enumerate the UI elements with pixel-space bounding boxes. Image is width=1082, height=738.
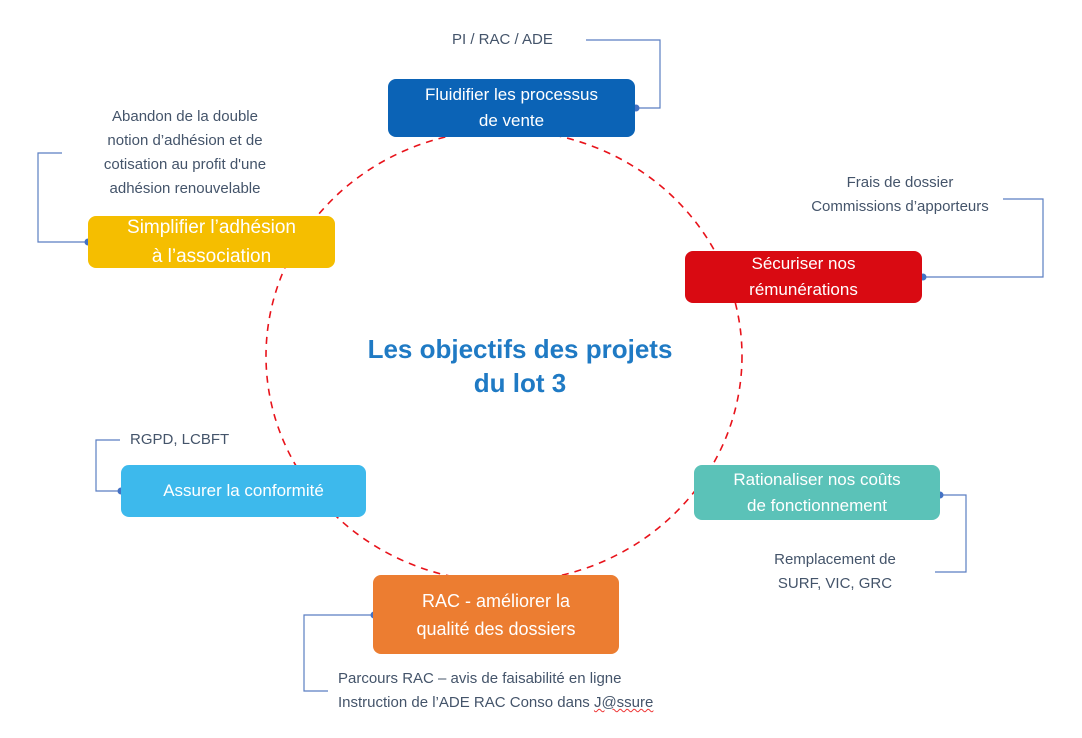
note-line: adhésion renouvelable <box>109 180 261 197</box>
label: Sécuriser nos <box>751 254 856 273</box>
note-line: Commissions d’apporteurs <box>811 198 989 215</box>
note-line: RGPD, LCBFT <box>130 431 230 448</box>
diagram-title: Les objectifs des projets du lot 3 <box>330 332 710 400</box>
objective-rac: RAC - améliorer la qualité des dossiers <box>373 575 619 654</box>
connector-fluidifier <box>586 39 661 109</box>
connector-simplifier <box>37 152 88 243</box>
note-line: SURF, VIC, GRC <box>777 575 893 592</box>
note-fluidifier: PI / RAC / ADE <box>452 28 553 52</box>
label: de fonctionnement <box>747 495 887 515</box>
connector-securiser <box>923 198 1044 278</box>
note-securiser: Frais de dossier Commissions d’apporteur… <box>770 171 1030 219</box>
connector-conformite <box>95 439 121 492</box>
label: RAC - améliorer la <box>421 590 571 611</box>
objective-simplifier: Simplifier l’adhésion à l’association <box>88 216 335 268</box>
label: Simplifier l’adhésion <box>127 217 296 238</box>
connector-rac <box>303 614 374 692</box>
objective-securiser: Sécuriser nos rémunérations <box>685 251 922 303</box>
label: Assurer la conformité <box>163 481 324 500</box>
objective-fluidifier: Fluidifier les processus de vente <box>388 79 635 137</box>
note-rationaliser: Remplacement de SURF, VIC, GRC <box>745 548 925 596</box>
title-line: du lot 3 <box>473 368 567 398</box>
note-line: cotisation au profit d'une <box>103 156 267 173</box>
note-rac: Parcours RAC – avis de faisabilité en li… <box>338 667 653 715</box>
note-conformite: RGPD, LCBFT <box>130 428 229 452</box>
label: rémunérations <box>749 280 858 299</box>
label: de vente <box>478 111 545 130</box>
note-line: PI / RAC / ADE <box>452 31 553 48</box>
note-line: Remplacement de <box>774 551 896 568</box>
label: Fluidifier les processus <box>425 85 598 104</box>
label: à l’association <box>151 246 272 267</box>
objective-conformite: Assurer la conformité <box>121 465 366 517</box>
note-line: Parcours RAC – avis de faisabilité en li… <box>338 670 622 687</box>
note-text: Instruction de l’ADE RAC Conso dans <box>338 694 594 711</box>
spellcheck-word: J@ssure <box>593 694 654 711</box>
note-line: Abandon de la double <box>112 108 258 125</box>
connector-rationaliser <box>935 494 967 573</box>
title-line: Les objectifs des projets <box>367 334 673 364</box>
note-line: Frais de dossier <box>846 174 954 191</box>
note-simplifier: Abandon de la double notion d’adhésion e… <box>60 105 310 201</box>
objective-rationaliser: Rationaliser nos coûts de fonctionnement <box>694 465 940 520</box>
note-line: Instruction de l’ADE RAC Conso dans J@ss… <box>338 691 653 715</box>
label: Rationaliser nos coûts <box>733 469 901 489</box>
label: qualité des dossiers <box>416 618 576 639</box>
note-line: notion d’adhésion et de <box>107 132 263 149</box>
